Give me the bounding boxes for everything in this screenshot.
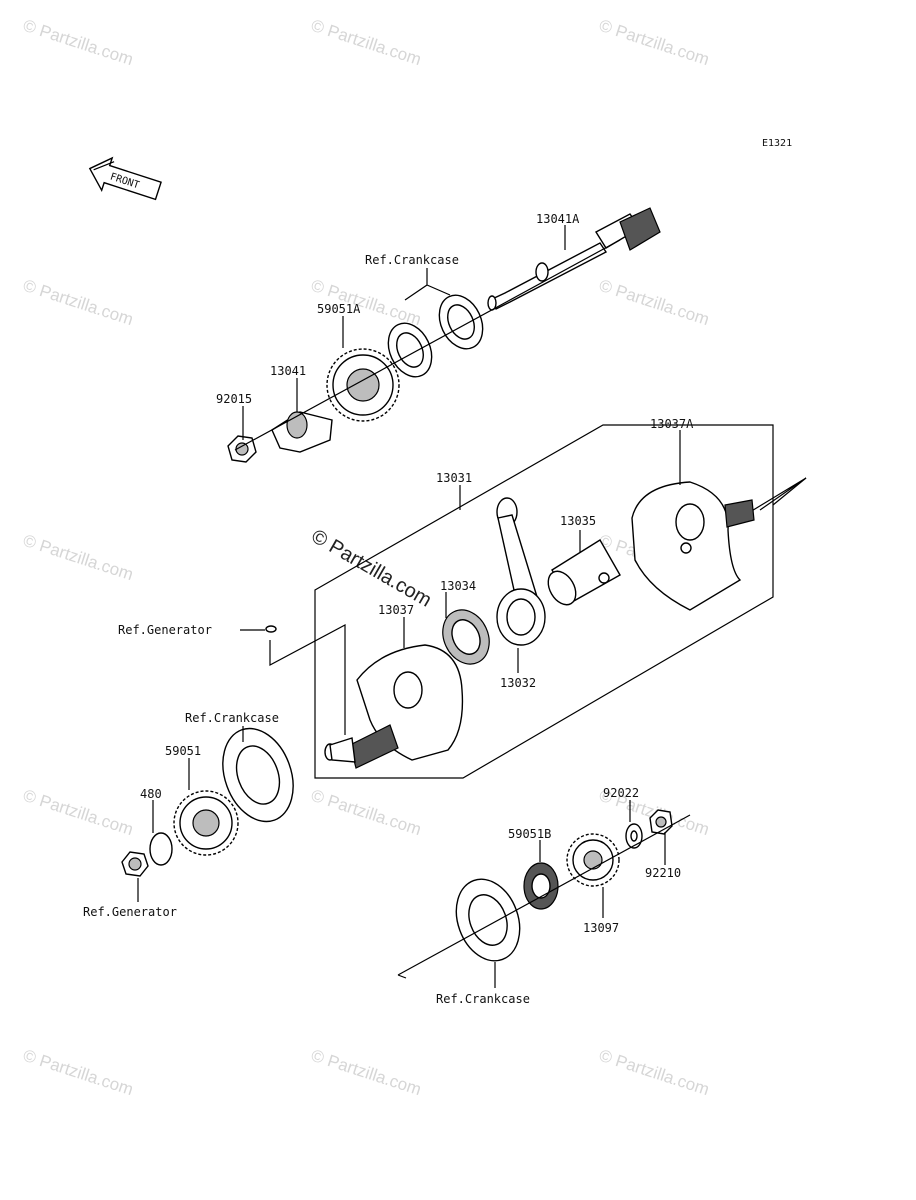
part-labels: 13041A Ref.Crankcase 59051A 13041 92015 … (83, 212, 694, 1006)
gear-13097 (566, 833, 620, 887)
front-arrow-icon: FRONT (88, 156, 162, 201)
gear-59051 (173, 790, 239, 856)
gear-59051B (523, 862, 559, 910)
diagram-code: E1321 (762, 138, 792, 149)
label-ref-crankcase-bottom: Ref.Crankcase (436, 992, 530, 1006)
watermark: © Partzilla.com (597, 276, 712, 329)
axis-line-bottom (397, 814, 691, 976)
label-59051: 59051 (165, 744, 201, 758)
connecting-rod-13032 (496, 497, 546, 646)
label-13097: 13097 (583, 921, 619, 935)
label-92015: 92015 (216, 392, 252, 406)
axis-line-top (234, 239, 621, 451)
label-ref-generator-bottom: Ref.Generator (83, 905, 177, 919)
label-ref-crankcase-top: Ref.Crankcase (365, 253, 459, 267)
bearing-left (222, 727, 294, 823)
label-92022: 92022 (603, 786, 639, 800)
nut-generator (121, 851, 149, 877)
crank-web-13037 (324, 644, 464, 769)
label-13041A: 13041A (536, 212, 580, 226)
label-13037A: 13037A (650, 417, 694, 431)
coupling-13041 (271, 411, 333, 453)
crank-web-13037A (631, 481, 755, 611)
watermark: © Partzilla.com (597, 16, 712, 69)
gear-59051A (326, 348, 400, 422)
watermark: © Partzilla.com (21, 16, 136, 69)
watermark: © Partzilla.com (21, 786, 136, 839)
assembly-frame (269, 424, 807, 979)
bearing-top-right (438, 294, 484, 350)
watermark: © Partzilla.com (21, 531, 136, 584)
washer-92022 (625, 823, 643, 849)
needle-bearing-13034 (442, 609, 490, 665)
watermark: © Partzilla.com (21, 1046, 136, 1099)
watermark: © Partzilla.com (309, 1046, 424, 1099)
watermark: © Partzilla.com (309, 786, 424, 839)
label-13035: 13035 (560, 514, 596, 528)
crank-pin-13035 (547, 539, 621, 606)
bearing-bottom (455, 878, 521, 962)
label-59051B: 59051B (508, 827, 551, 841)
label-13034: 13034 (440, 579, 476, 593)
label-13037: 13037 (378, 603, 414, 617)
circlip-480 (149, 832, 173, 866)
label-13041: 13041 (270, 364, 306, 378)
watermark: © Partzilla.com (21, 276, 136, 329)
label-92210: 92210 (645, 866, 681, 880)
output-shaft-13041A (487, 207, 661, 311)
label-ref-crankcase-left: Ref.Crankcase (185, 711, 279, 725)
label-13032: 13032 (500, 676, 536, 690)
nut-92015 (227, 435, 257, 463)
label-ref-generator-mid: Ref.Generator (118, 623, 212, 637)
leader-lines (137, 225, 681, 988)
watermark: © Partzilla.com (309, 16, 424, 69)
watermark: © Partzilla.com (597, 1046, 712, 1099)
label-59051A: 59051A (317, 302, 361, 316)
woodruff-key (265, 625, 277, 633)
label-13031: 13031 (436, 471, 472, 485)
bearing-top-left (387, 322, 433, 378)
label-480: 480 (140, 787, 162, 801)
watermark-center: © Partzilla.com (308, 525, 436, 611)
